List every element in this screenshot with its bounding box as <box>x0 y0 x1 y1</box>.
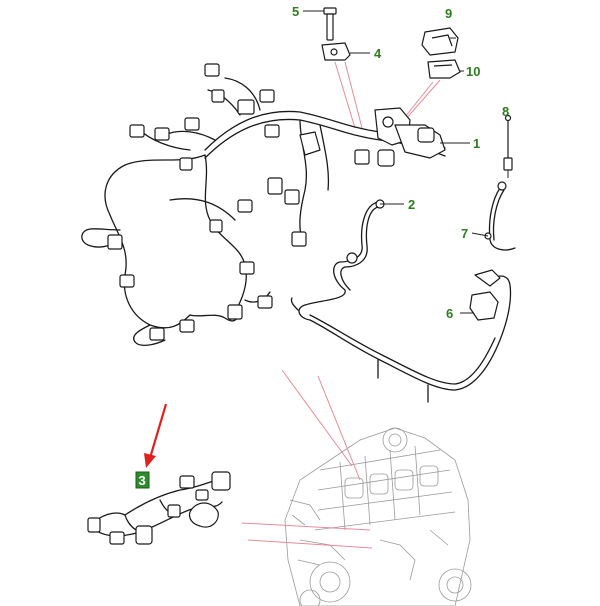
red-indicator-arrow <box>144 403 168 468</box>
callout-2: 2 <box>408 197 415 212</box>
callout-10: 10 <box>466 64 480 79</box>
callout-3: 3 <box>139 473 146 488</box>
callout-labels: 1 2 3 4 5 6 7 8 9 10 <box>135 4 509 489</box>
callout-4: 4 <box>374 46 382 61</box>
callout-8: 8 <box>502 104 509 119</box>
ground-cable-assembly <box>290 199 512 403</box>
callout-6: 6 <box>446 306 453 321</box>
callout-3-highlight-box <box>135 471 150 489</box>
callout-leader-lines <box>303 10 489 314</box>
engine-block-illustration <box>284 427 472 606</box>
injector-sub-harness <box>87 471 231 545</box>
callout-7: 7 <box>461 226 468 241</box>
callout-9: 9 <box>445 6 452 21</box>
main-engine-harness <box>81 63 447 346</box>
small-parts <box>321 7 461 79</box>
small-cable-assembly <box>484 114 516 251</box>
callout-5: 5 <box>292 4 299 19</box>
callout-1: 1 <box>473 136 480 151</box>
